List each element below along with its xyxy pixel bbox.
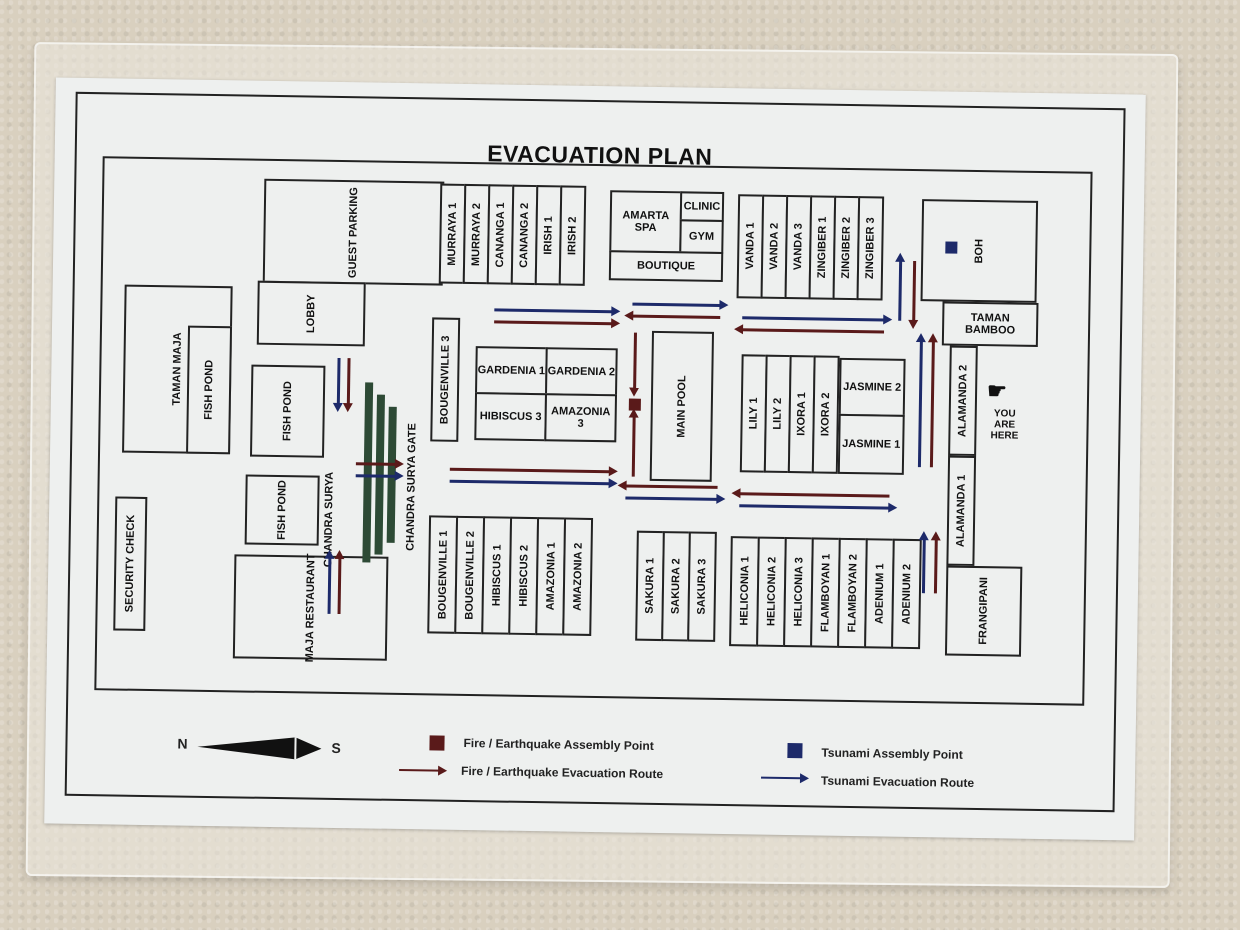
row-murraya: MURRAYA 1 MURRAYA 2 CANANGA 1 CANANGA 2 … [438, 183, 587, 286]
unit-amazonia-2: AMAZONIA 2 [562, 517, 594, 636]
row-bougenville: BOUGENVILLE 1 BOUGENVILLE 2 HIBISCUS 1 H… [427, 515, 594, 636]
you-are-here-label: YOU ARE HERE [990, 408, 1019, 442]
unit-amazonia-1: AMAZONIA 1 [535, 517, 567, 636]
row-lily: LILY 1 LILY 2 IXORA 1 IXORA 2 [739, 354, 840, 474]
legend-tsunami-evacuation-route: Tsunami Evacuation Route [820, 773, 975, 790]
unit-bougenville-1: BOUGENVILLE 1 [427, 515, 459, 634]
alamanda-2: ALAMANDA 2 [948, 345, 978, 456]
gym: GYM [679, 219, 724, 254]
fire-assembly-point-legend-swatch [429, 735, 445, 751]
lobby: LOBBY [256, 280, 366, 347]
fire-route-arrow [355, 462, 396, 466]
unit-heliconia-2: HELICONIA 2 [756, 536, 787, 648]
unit-sakura-3: SAKURA 3 [687, 531, 717, 642]
compass-arrow-icon [197, 737, 322, 760]
main-pool: MAIN POOL [649, 330, 715, 482]
boh: BOH [920, 199, 1039, 303]
fish-pond-2: FISH POND [249, 364, 326, 458]
unit-hibiscus-2: HIBISCUS 2 [508, 516, 540, 636]
fire-assembly-point-pool [628, 398, 641, 411]
legend-tsunami-assembly-point: Tsunami Assembly Point [821, 745, 963, 762]
row-vanda: VANDA 1 VANDA 2 VANDA 3 ZINGIBER 1 ZINGI… [736, 194, 885, 301]
gardenia-2: GARDENIA 2 [544, 347, 618, 397]
row-heliconia: HELICONIA 1 HELICONIA 2 HELICONIA 3 FLAM… [729, 536, 922, 650]
compass-south-label: S [331, 739, 341, 757]
unit-ixora-2: IXORA 2 [811, 355, 840, 474]
fish-pond-1: FISH POND [186, 325, 233, 455]
alamanda-1: ALAMANDA 1 [946, 455, 977, 566]
clinic: CLINIC [679, 191, 725, 222]
tsunami-assembly-point-boh [945, 241, 958, 254]
pointing-hand-icon: ☛ [986, 378, 1008, 404]
chandra-surya-gate-label: CHANDRA SURYA GATE [404, 423, 419, 551]
bougenville-3: BOUGENVILLE 3 [430, 317, 461, 442]
unit-zingiber-3: ZINGIBER 3 [856, 196, 885, 301]
jasmine-2: JASMINE 2 [838, 357, 906, 417]
unit-irish-2: IRISH 2 [558, 185, 587, 286]
taman-bamboo: TAMAN BAMBOO [941, 301, 1039, 347]
guest-parking: GUEST PARKING [262, 178, 445, 286]
gardenia-1: GARDENIA 1 [475, 346, 548, 396]
legend-fire-assembly-point: Fire / Earthquake Assembly Point [463, 735, 654, 753]
unit-bougenville-2: BOUGENVILLE 2 [454, 515, 486, 635]
hibiscus-3: HIBISCUS 3 [474, 392, 548, 442]
jasmine-1: JASMINE 1 [837, 413, 905, 475]
compass-north-label: N [177, 735, 188, 752]
maja-restaurant: MAJA RESTAURANT [232, 553, 389, 662]
amarta-spa: AMARTA SPA [609, 190, 683, 254]
frangipani: FRANGIPANI [944, 565, 1023, 657]
fish-pond-3: FISH POND [244, 474, 320, 546]
unit-flamboyan-2: FLAMBOYAN 2 [837, 537, 868, 649]
evacuation-plan-sheet: EVACUATION PLAN GUEST PARKING LOBBY TAMA… [44, 77, 1146, 841]
unit-adenium-1: ADENIUM 1 [864, 538, 895, 649]
tsunami-route-arrow [355, 474, 396, 478]
security-check: SECURITY CHECK [113, 496, 148, 631]
unit-heliconia-3: HELICONIA 3 [783, 536, 814, 648]
unit-flamboyan-1: FLAMBOYAN 1 [810, 537, 841, 648]
boutique: BOUTIQUE [608, 250, 724, 282]
unit-heliconia-1: HELICONIA 1 [729, 536, 760, 647]
tsunami-assembly-point-legend-swatch [787, 743, 803, 759]
row-sakura: SAKURA 1 SAKURA 2 SAKURA 3 [635, 530, 717, 642]
unit-hibiscus-1: HIBISCUS 1 [481, 516, 513, 635]
amazonia-3: AMAZONIA 3 [544, 393, 618, 443]
unit-adenium-2: ADENIUM 2 [891, 538, 922, 650]
